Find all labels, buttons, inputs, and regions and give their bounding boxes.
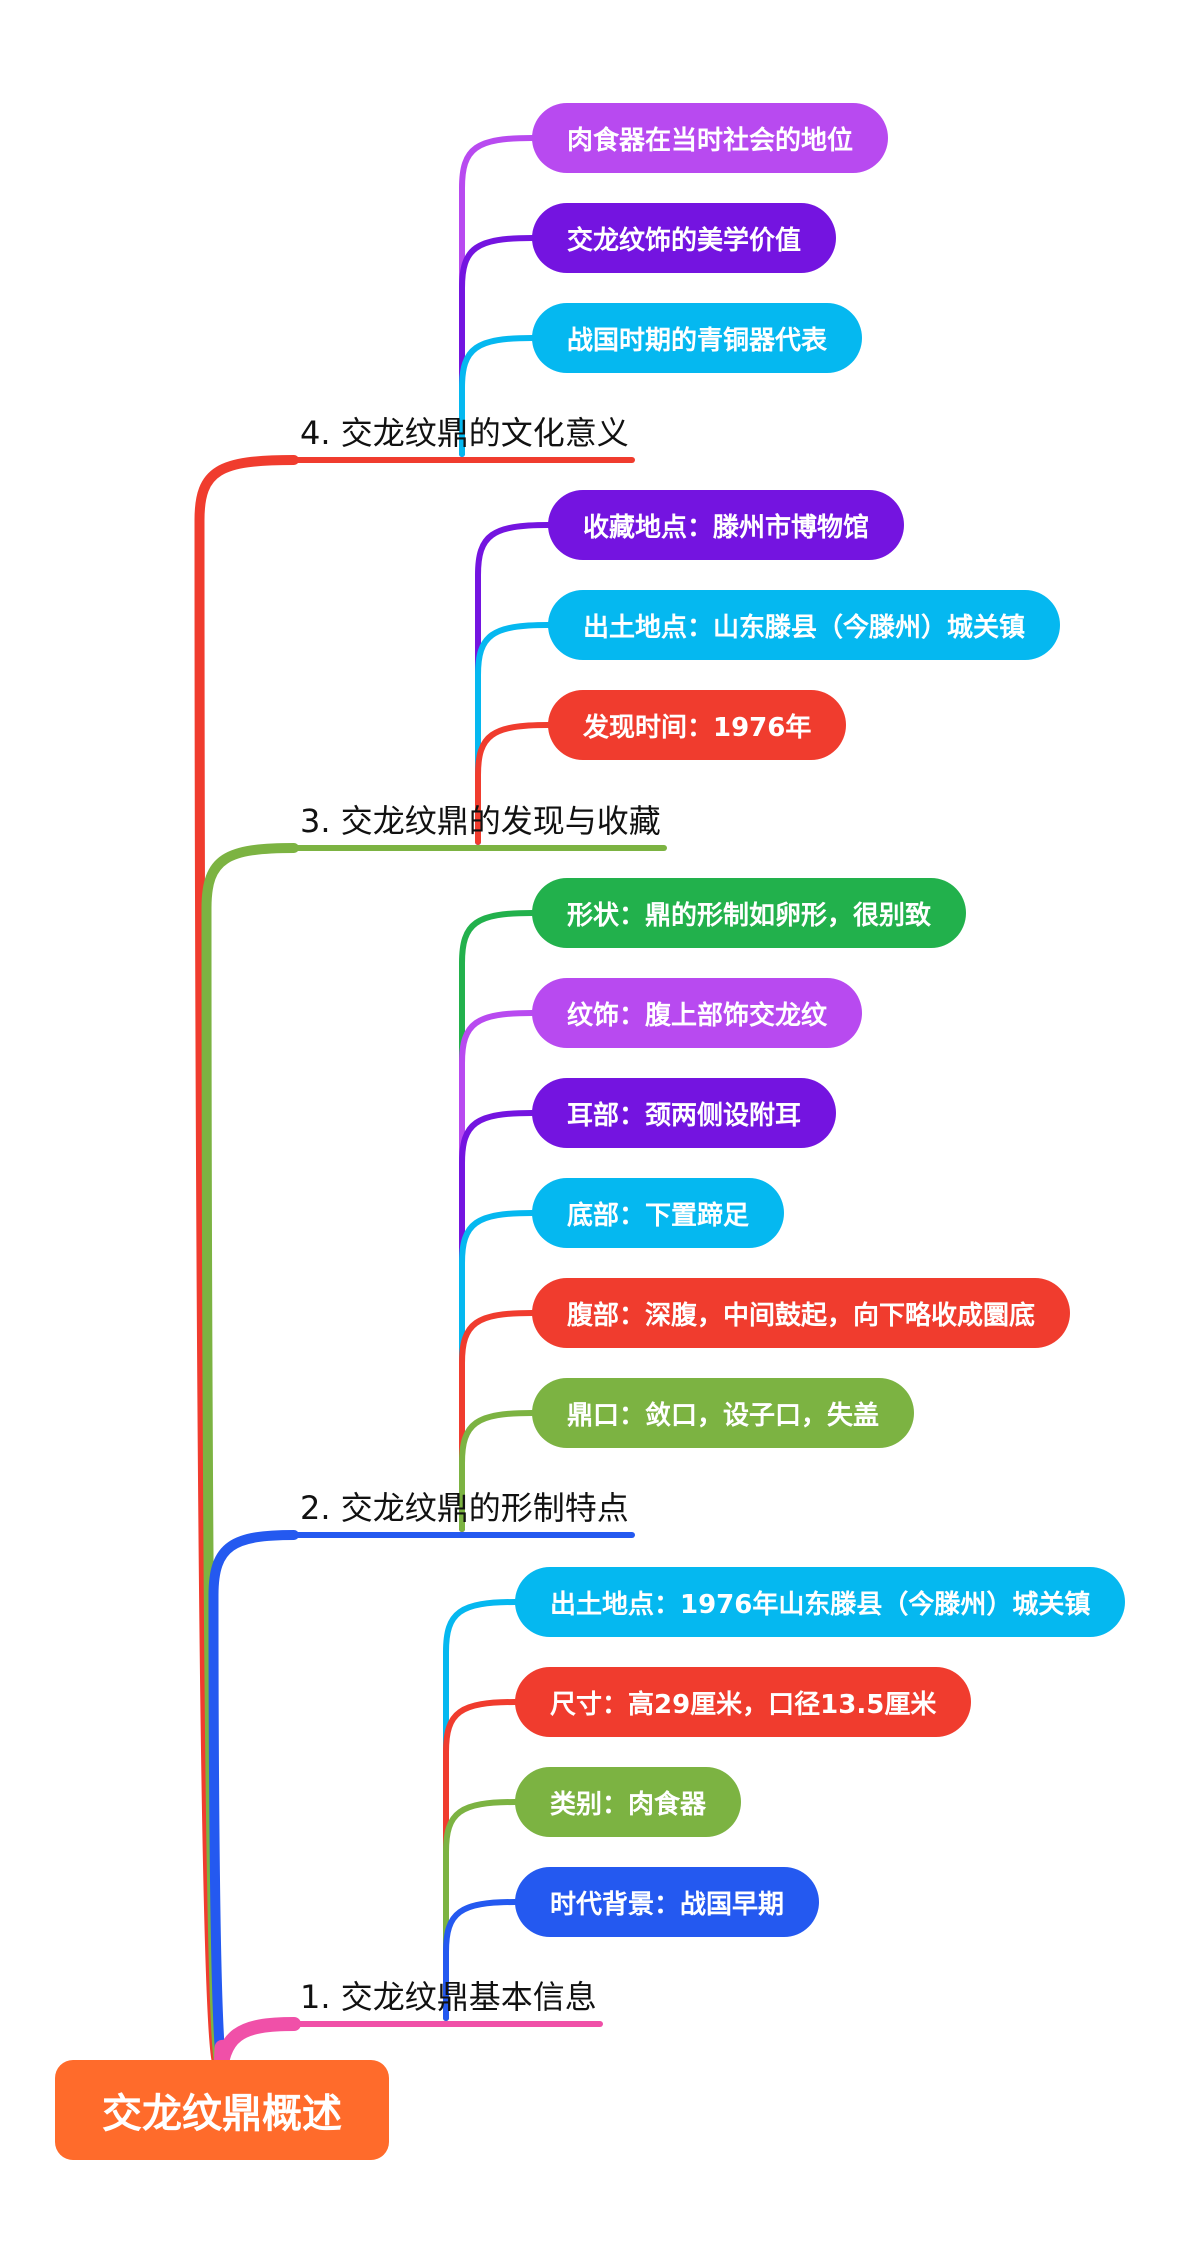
branch-basic-info[interactable]: 1. 交龙纹鼎基本信息 <box>300 1978 597 2016</box>
leaf-excavation-place[interactable]: 出土地点：山东滕县（今滕州）城关镇 <box>548 590 1061 660</box>
child-connector <box>459 1310 535 1532</box>
trunk-connector <box>208 1530 299 2067</box>
branch-discovery-collection[interactable]: 3. 交龙纹鼎的发现与收藏 <box>300 802 661 840</box>
leaf-excavation-info[interactable]: 出土地点：1976年山东滕县（今滕州）城关镇 <box>515 1567 1126 1637</box>
child-connector <box>443 1899 518 2021</box>
leaf-mouth[interactable]: 鼎口：敛口，设子口，失盖 <box>532 1378 915 1448</box>
leaf-era[interactable]: 时代背景：战国早期 <box>515 1867 820 1937</box>
child-connector <box>443 1699 518 2021</box>
leaf-discovery-time[interactable]: 发现时间：1976年 <box>548 690 847 760</box>
child-connector <box>459 1110 535 1532</box>
child-connector <box>459 1010 535 1532</box>
leaf-belly[interactable]: 腹部：深腹，中间鼓起，向下略收成圜底 <box>532 1278 1071 1348</box>
branch-form-features[interactable]: 2. 交龙纹鼎的形制特点 <box>300 1489 629 1527</box>
leaf-bottom[interactable]: 底部：下置蹄足 <box>532 1178 785 1248</box>
child-connector <box>459 910 535 1532</box>
child-connector <box>459 1210 535 1532</box>
branch-cultural-significance[interactable]: 4. 交龙纹鼎的文化意义 <box>300 414 629 452</box>
child-connector <box>459 235 535 457</box>
branch-underline <box>294 1532 635 1538</box>
child-connector <box>475 522 551 845</box>
child-connector <box>459 335 535 457</box>
leaf-meat-vessel-status[interactable]: 肉食器在当时社会的地位 <box>532 103 889 173</box>
child-connector <box>475 722 551 845</box>
branch-underline <box>294 845 667 851</box>
leaf-aesthetic-value[interactable]: 交龙纹饰的美学价值 <box>532 203 837 273</box>
leaf-decoration[interactable]: 纹饰：腹上部饰交龙纹 <box>532 978 863 1048</box>
leaf-ears[interactable]: 耳部：颈两侧设附耳 <box>532 1078 837 1148</box>
branch-underline <box>294 457 635 463</box>
leaf-category[interactable]: 类别：肉食器 <box>515 1767 742 1837</box>
child-connector <box>475 622 551 845</box>
root-node[interactable]: 交龙纹鼎概述 <box>55 2060 389 2160</box>
child-connector <box>443 1799 518 2021</box>
child-connector <box>443 1599 518 2021</box>
branch-underline <box>294 2021 603 2027</box>
leaf-collection-place[interactable]: 收藏地点：滕州市博物馆 <box>548 490 905 560</box>
child-connector <box>459 1410 535 1532</box>
child-connector <box>459 135 535 457</box>
leaf-shape[interactable]: 形状：鼎的形制如卵形，很别致 <box>532 878 967 948</box>
leaf-bronze-representative[interactable]: 战国时期的青铜器代表 <box>532 303 863 373</box>
leaf-size[interactable]: 尺寸：高29厘米，口径13.5厘米 <box>515 1667 972 1737</box>
